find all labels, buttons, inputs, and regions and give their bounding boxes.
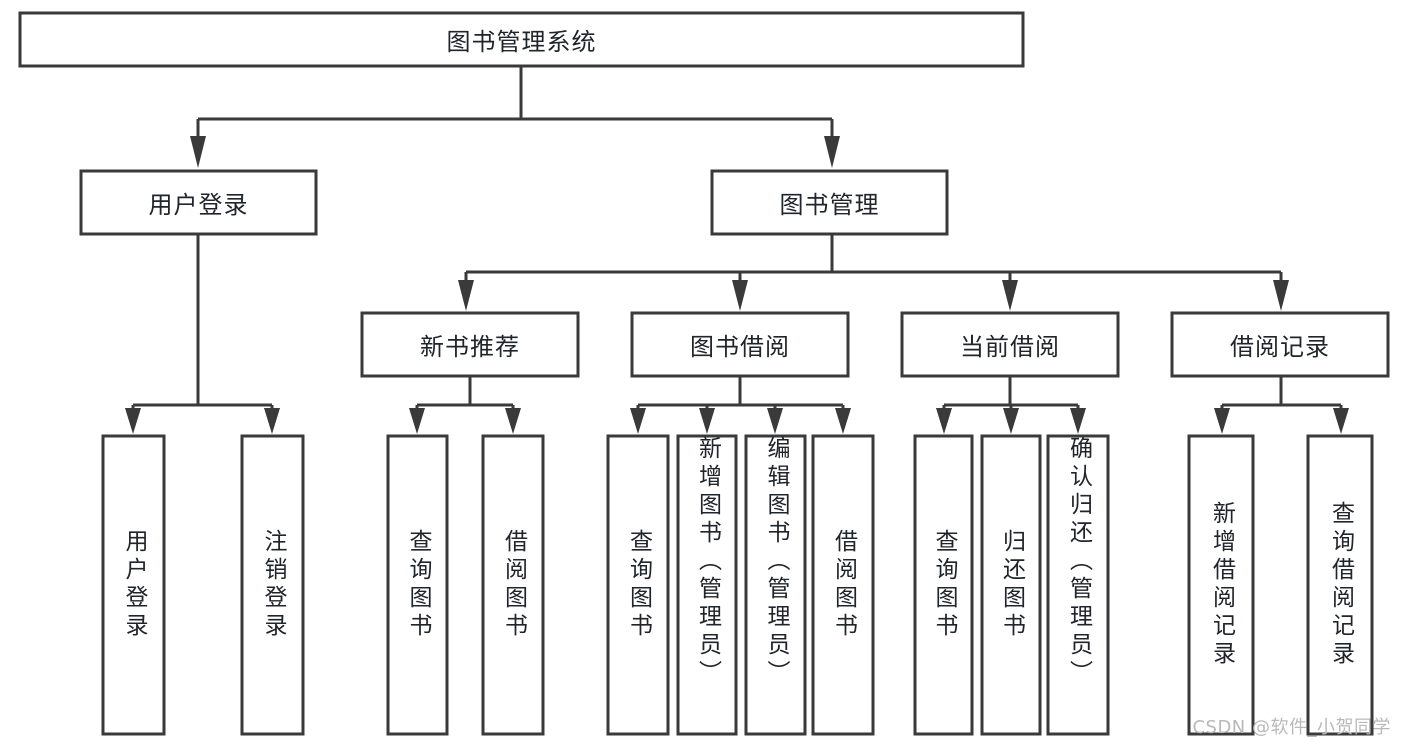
node-root-book-management-system[interactable] <box>18 11 1025 68</box>
leaf-query-book-current[interactable] <box>913 434 974 736</box>
leaf-borrow-book-borrow[interactable] <box>811 434 875 736</box>
arrow-head-leaf-borrow-book-2 <box>835 408 851 434</box>
arrow-head-leaf-query-record <box>1333 408 1349 434</box>
arrow-head-borrow-records <box>1273 280 1289 311</box>
arrow-head-new-book <box>458 280 474 311</box>
leaf-user-login[interactable] <box>101 434 166 736</box>
connector-group-root <box>190 66 840 168</box>
node-book-management[interactable] <box>710 169 949 236</box>
arrow-head-user-login <box>190 136 206 168</box>
arrow-head-leaf-query-book-2 <box>630 408 646 434</box>
leaf-query-borrow-record[interactable] <box>1306 434 1374 736</box>
arrow-head-leaf-edit-book <box>767 408 783 434</box>
connector-group-book-manage <box>458 234 1289 311</box>
node-new-book-recommend[interactable] <box>360 311 580 378</box>
node-user-login[interactable] <box>79 169 318 236</box>
arrow-head-leaf-add-record <box>1214 408 1230 434</box>
leaf-borrow-book-new[interactable] <box>481 434 545 736</box>
node-current-borrow[interactable] <box>900 311 1120 378</box>
arrow-head-leaf-query-book-3 <box>936 408 952 434</box>
arrow-head-book-borrow <box>732 280 748 311</box>
leaf-return-book[interactable] <box>980 434 1042 736</box>
leaf-query-book-new[interactable] <box>386 434 449 736</box>
arrow-head-leaf-user-login <box>125 408 141 434</box>
arrow-head-leaf-confirm-return <box>1070 408 1086 434</box>
leaf-add-borrow-record[interactable] <box>1187 434 1255 736</box>
node-book-borrow[interactable] <box>630 311 850 378</box>
arrow-head-leaf-query-book-1 <box>409 408 425 434</box>
leaf-query-book-borrow[interactable] <box>606 434 670 736</box>
node-borrow-records[interactable] <box>1170 311 1390 378</box>
leaf-add-book-admin[interactable] <box>676 434 738 736</box>
arrow-head-current-borrow <box>1002 280 1018 311</box>
arrow-head-leaf-logout <box>264 408 280 434</box>
connector-group-current-borrow <box>936 376 1086 434</box>
arrow-head-book-manage <box>824 136 840 168</box>
connector-group-book-borrow <box>630 376 851 434</box>
connector-group-user-login <box>125 234 280 434</box>
leaf-edit-book-admin[interactable] <box>744 434 807 736</box>
connector-group-borrow-records <box>1214 376 1349 434</box>
leaf-confirm-return-admin[interactable] <box>1046 434 1110 736</box>
arrow-head-leaf-add-book <box>699 408 715 434</box>
leaf-logout[interactable] <box>240 434 305 736</box>
connector-group-new-book <box>409 376 521 434</box>
arrow-head-leaf-return-book <box>1003 408 1019 434</box>
arrow-head-leaf-borrow-book-1 <box>505 408 521 434</box>
